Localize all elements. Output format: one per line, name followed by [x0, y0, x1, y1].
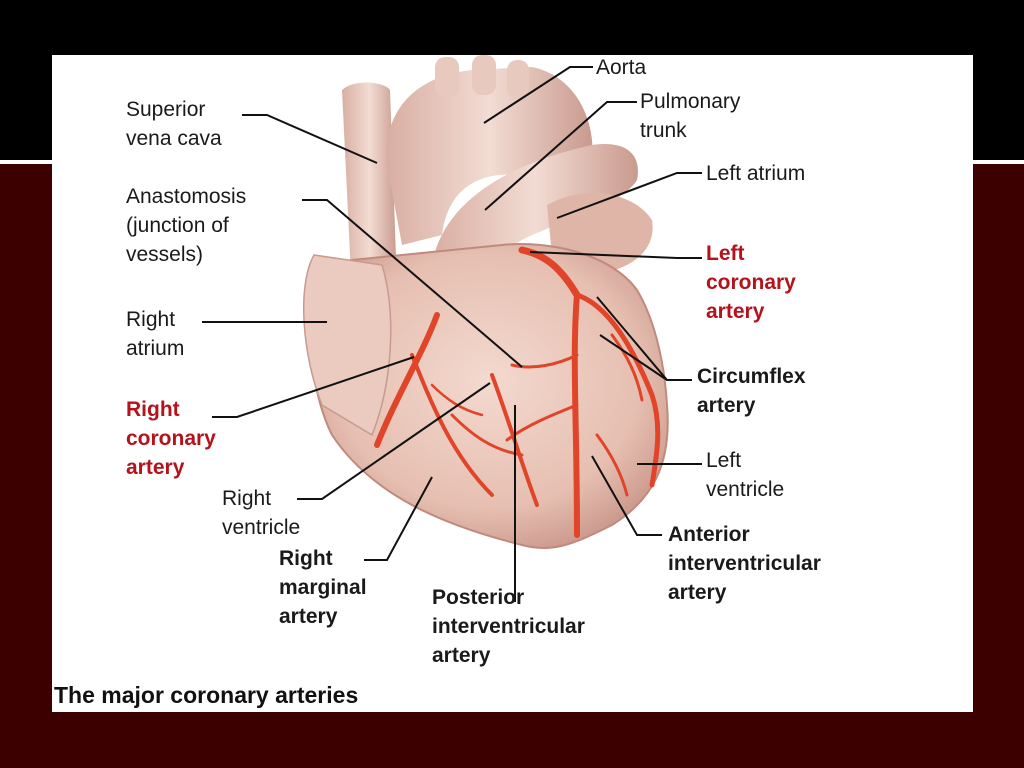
label-circumflex-artery: Circumflex artery [697, 365, 806, 417]
label-right-coronary-artery: Right coronary artery [126, 398, 216, 479]
artery-branch [610, 333, 644, 402]
diagram-panel: Aorta Pulmonary trunk Superior vena cava… [52, 55, 973, 712]
anterior-interventricular-artery-vessel [571, 292, 580, 538]
leader-aorta [483, 66, 593, 124]
label-pulmonary-trunk: Pulmonary trunk [640, 90, 741, 142]
leader-circumflex-b [599, 334, 668, 381]
aorta-branch-3 [507, 60, 529, 98]
leader-left-coronary-artery [529, 251, 702, 259]
label-left-coronary-artery: Left coronary artery [706, 242, 796, 323]
label-posterior-interventricular-artery: Posterior interventricular artery [432, 586, 585, 667]
label-anterior-interventricular-artery: Anterior interventricular artery [668, 523, 821, 604]
label-right-atrium: Right atrium [126, 308, 185, 360]
leader-pulmonary-trunk [484, 101, 637, 211]
right-atrium-shape [302, 254, 392, 437]
label-aorta: Aorta [596, 56, 647, 79]
leader-lines [202, 66, 702, 602]
leader-anastomosis [302, 199, 523, 368]
superior-vena-cava-shape [342, 82, 397, 295]
coronary-arteries [374, 246, 661, 538]
left-coronary-artery-vessel [518, 246, 581, 299]
leader-right-marginal-artery [364, 476, 433, 561]
artery-branch [510, 353, 579, 369]
label-right-marginal-artery: Right marginal artery [279, 547, 367, 628]
label-left-ventricle: Left ventricle [706, 449, 785, 501]
heart-illustration [202, 55, 702, 602]
right-marginal-artery-vessel [410, 353, 494, 497]
leader-left-atrium [556, 172, 702, 219]
label-anastomosis: Anastomosis (junction of vessels) [126, 185, 247, 266]
right-coronary-artery-vessel [374, 312, 440, 448]
artery-branch [505, 403, 579, 442]
aorta-branch-1 [435, 57, 459, 97]
leader-anterior-interventricular-artery [591, 455, 662, 536]
label-superior-vena-cava: Superior vena cava [126, 98, 222, 150]
artery-branch [450, 413, 524, 457]
leader-right-coronary-artery [212, 356, 415, 418]
label-right-ventricle: Right ventricle [222, 487, 301, 539]
circumflex-artery-vessel [574, 292, 661, 488]
artery-branch [430, 383, 484, 417]
leader-right-ventricle [297, 382, 491, 500]
caption: The major coronary arteries [54, 682, 359, 708]
label-left-atrium: Left atrium [706, 162, 806, 185]
artery-branch [595, 433, 629, 497]
aorta-branch-2 [472, 55, 496, 95]
leader-superior-vena-cava [242, 114, 378, 164]
